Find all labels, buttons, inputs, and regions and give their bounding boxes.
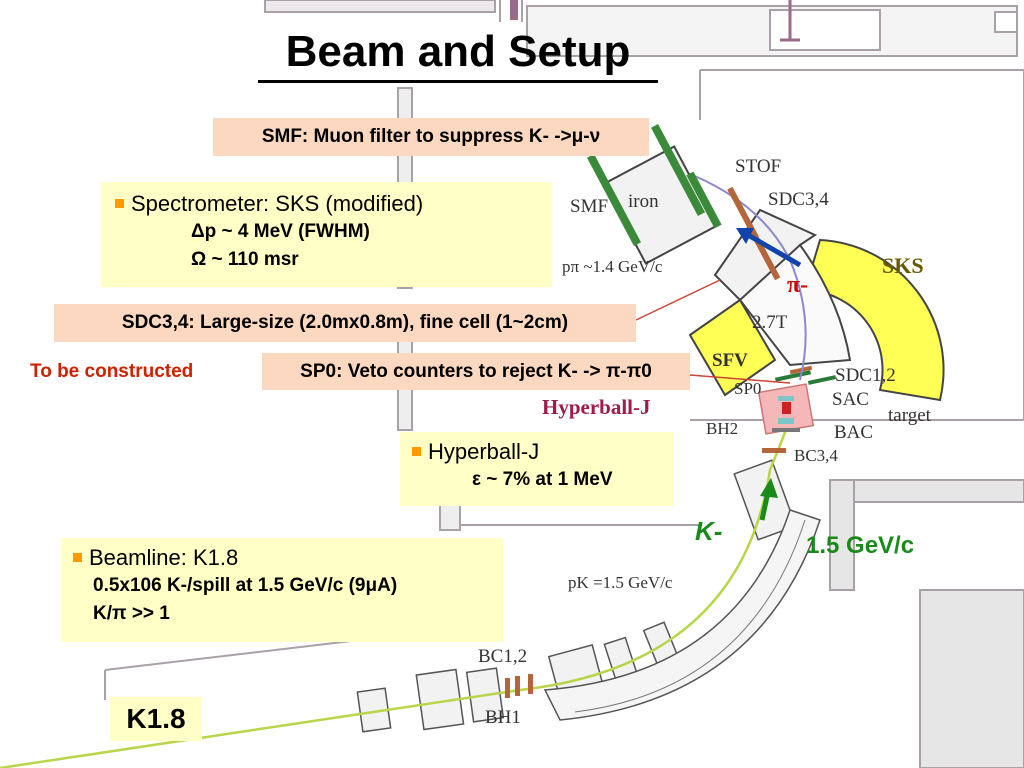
bc34-counter [762,448,786,453]
hyperball-heading: Hyperball-J [428,439,540,464]
pi-arrow [746,232,802,268]
spectrometer-heading: Spectrometer: SKS (modified) [131,191,424,216]
label-k-minus: K- [695,516,722,546]
label-bc12: BC1,2 [478,646,527,667]
target-area [757,365,837,435]
spectrometer-box: Spectrometer: SKS (modified) Δp ~ 4 MeV … [101,182,552,287]
bullet-icon [115,198,124,208]
bullet-icon [73,552,82,562]
bullet-icon [412,446,421,456]
beamline-intensity: 0.5x106 K-/spill at 1.5 GeV/c (9μA) [93,575,398,596]
sdc-leader [635,279,721,321]
beam-momentum-label: 1.5 GeV/c [806,532,915,559]
hyperball-efficiency: ε ~ 7% at 1 MeV [472,469,613,490]
label-sfv: SFV [712,350,748,371]
label-iron: iron [628,191,659,212]
label-sp0: SP0 [734,379,761,398]
beamline-dipole [543,509,821,721]
label-bac: BAC [834,422,873,443]
k18-badge: K1.8 [110,697,202,741]
label-bc34: BC3,4 [794,446,838,465]
label-pi-minus: π- [787,272,808,298]
label-field: 2.7T [752,312,788,333]
page-title: Beam and Setup [258,24,658,83]
smf-iron [586,123,781,281]
sp0-callout: SP0: Veto counters to reject K- -> π-π0 [262,353,690,390]
bc12-counters [505,674,533,698]
label-stof: STOF [735,156,781,177]
label-sdc34: SDC3,4 [768,189,829,210]
beamline-ratio: K/π >> 1 [93,603,170,624]
sdc-callout: SDC3,4: Large-size (2.0mx0.8m), fine cel… [54,304,636,342]
label-sac: SAC [832,389,869,410]
hyperball-box: Hyperball-J ε ~ 7% at 1 MeV [400,432,674,506]
beamline-box: Beamline: K1.8 0.5x106 K-/spill at 1.5 G… [61,538,503,642]
spectrometer-acceptance: Ω ~ 110 msr [191,249,299,270]
label-sks: SKS [882,253,924,278]
beamline-heading: Beamline: K1.8 [89,545,239,570]
label-bh1: BH1 [485,707,521,728]
spectrometer-resolution: Δp ~ 4 MeV (FWHM) [191,221,370,242]
label-bh2: BH2 [706,419,738,438]
label-p-k: pK =1.5 GeV/c [568,573,673,592]
sks-magnet [688,208,945,402]
sp0-leader [689,374,791,384]
beam-path [0,419,792,768]
label-target: target [888,405,932,426]
label-p-pi: pπ ~1.4 GeV/c [562,257,663,276]
smf-callout: SMF: Muon filter to suppress K- ->μ-ν [213,118,649,156]
label-smf: SMF [570,196,608,217]
to-be-constructed-label: To be constructed [30,361,194,382]
label-hyperball-j: Hyperball-J [542,395,651,419]
label-sdc12: SDC1,2 [835,365,896,386]
